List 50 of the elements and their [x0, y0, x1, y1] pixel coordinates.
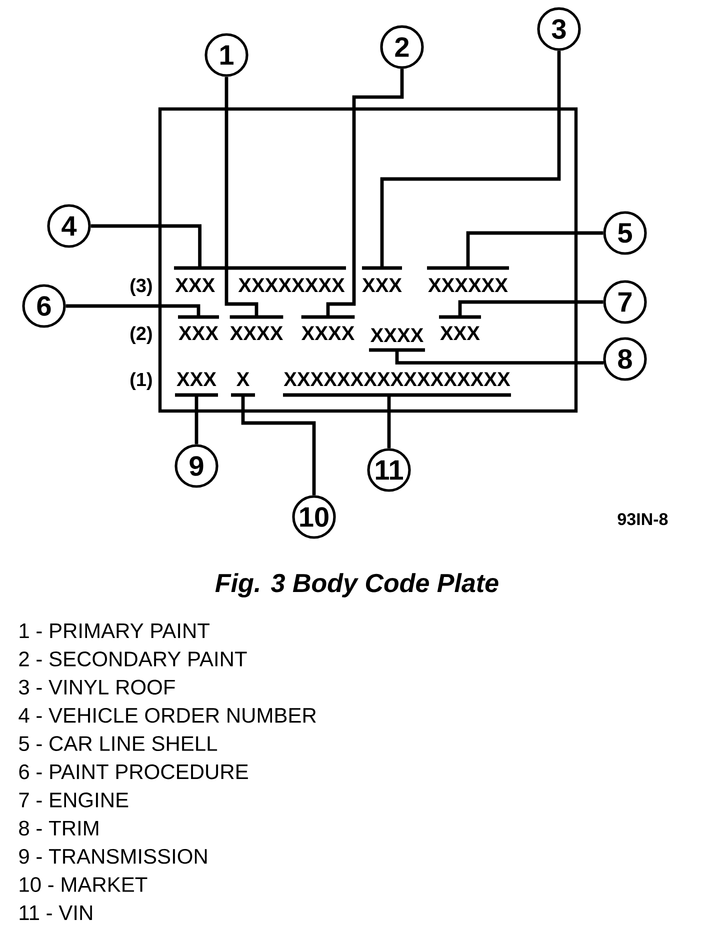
code-field: XXX — [439, 315, 481, 340]
callout-number: 6 — [22, 284, 66, 328]
code-field: XXXXXX — [427, 266, 509, 292]
figure-code: 93IN-8 — [618, 513, 668, 526]
code-field: XXXX — [369, 328, 425, 352]
code-field: XXXX — [301, 315, 355, 340]
row-number: (2) — [130, 326, 152, 344]
code-field: XXX — [175, 372, 218, 397]
code-field: XXXX — [230, 315, 284, 340]
callout-number: 5 — [603, 211, 647, 255]
leader-line — [387, 395, 391, 448]
key-entry: 3 - VINYL ROOF — [19, 680, 175, 695]
callout-number: 11 — [367, 448, 411, 492]
code-field: X — [231, 372, 255, 397]
key-entry: 6 - PAINT PROCEDURE — [19, 764, 248, 780]
leader-line — [194, 395, 198, 444]
leader-line — [224, 76, 258, 317]
callout-number: 8 — [603, 337, 647, 381]
callout-number: 4 — [47, 204, 91, 248]
leader-line — [241, 395, 316, 496]
key-entry: 2 - SECONDARY PAINT — [19, 652, 247, 666]
figure-caption: Fig. 3 Body Code Plate — [215, 573, 498, 598]
callout-number: 3 — [537, 7, 581, 51]
code-field: XXX — [362, 266, 402, 292]
callout-number: 2 — [380, 25, 424, 69]
key-entry: 7 - ENGINE — [19, 792, 128, 808]
code-field: XXXXXXXXXXXXXXXXX — [283, 372, 511, 397]
row-number: (3) — [130, 278, 152, 296]
code-field: XXX XXXXXXXX — [174, 266, 346, 292]
leader-line — [66, 304, 200, 317]
leader-line — [326, 68, 404, 317]
callout-number: 7 — [603, 280, 647, 324]
key-entry: 5 - CAR LINE SHELL — [19, 736, 218, 751]
leader-line — [466, 231, 604, 268]
key-entry: 4 - VEHICLE ORDER NUMBER — [18, 708, 316, 723]
row-number: (1) — [130, 372, 152, 390]
callout-number: 9 — [174, 444, 218, 488]
code-plate — [158, 107, 578, 413]
key-entry: 10 - MARKET — [20, 877, 148, 892]
key-entry: 1 - PRIMARY PAINT — [20, 624, 210, 638]
callout-number: 10 — [292, 495, 336, 539]
leader-line — [458, 300, 604, 317]
callout-number: 1 — [204, 33, 248, 77]
key-entry: 8 - TRIM — [19, 820, 98, 836]
leader-line — [380, 50, 561, 268]
leader-line — [395, 350, 604, 364]
key-entry: 11 - VIN — [20, 906, 92, 920]
leader-line — [90, 224, 202, 268]
key-entry: 9 - TRANSMISSION — [19, 848, 207, 864]
code-field: XXX — [178, 315, 219, 340]
